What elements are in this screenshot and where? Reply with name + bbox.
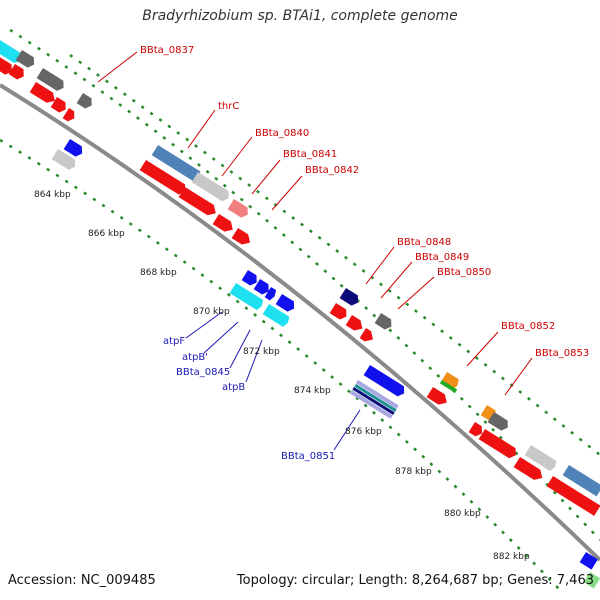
- scale-labels: 864 kbp 866 kbp 868 kbp 870 kbp 872 kbp …: [34, 190, 530, 562]
- gene-label: BBta_0842: [305, 165, 359, 176]
- feature-blue-4: [264, 287, 277, 301]
- feature-red-1: [0, 56, 12, 75]
- upper-gene-labels: BBta_0837 thrC BBta_0840 BBta_0841 BBta_…: [140, 45, 589, 359]
- feature-blue-5: [275, 294, 295, 312]
- feature-navy-1: [339, 288, 359, 306]
- feature-red-5: [62, 108, 75, 122]
- scale-label: 872 kbp: [243, 347, 280, 357]
- gene-label: atpB: [222, 382, 245, 393]
- feature-blue-3: [253, 279, 269, 295]
- lower-leaders: [185, 311, 361, 451]
- feature-steelblue-2: [562, 465, 600, 497]
- map-title: Bradyrhizobium sp. BTAi1, complete genom…: [142, 8, 458, 24]
- lower-gene-labels: atpF atpB' BBta_0845 atpB BBta_0851: [163, 336, 335, 462]
- feature-lavender-2: [349, 390, 393, 419]
- feature-blue-2: [241, 270, 257, 286]
- scale-label: 868 kbp: [140, 268, 177, 278]
- gene-label: BBta_0849: [415, 252, 469, 263]
- feature-lgray-1: [51, 149, 76, 170]
- gene-label: BBta_0851: [281, 451, 335, 462]
- gene-label: atpB': [182, 352, 208, 363]
- scale-label: 880 kbp: [444, 509, 481, 519]
- scale-dots: [0, 28, 600, 591]
- feature-red-6: [139, 160, 186, 195]
- feature-blue-6: [363, 365, 405, 397]
- gene-label: atpF: [163, 336, 185, 347]
- scale-label: 870 kbp: [193, 307, 230, 317]
- feature-red-4: [50, 97, 66, 113]
- gene-label: BBta_0837: [140, 45, 194, 56]
- feature-red-3: [29, 82, 55, 103]
- scale-label: 864 kbp: [34, 190, 71, 200]
- scale-label: 882 kbp: [493, 552, 530, 562]
- feature-dgray-4: [374, 313, 392, 330]
- feature-green-1: [439, 380, 458, 393]
- feature-red-11: [345, 315, 363, 331]
- feature-dgray-3: [76, 93, 92, 109]
- feature-navy-2: [352, 387, 395, 415]
- gene-label: thrC: [218, 101, 239, 112]
- gene-label: BBta_0850: [437, 267, 491, 278]
- feature-dgray-5: [487, 412, 508, 431]
- feature-blue-1: [63, 139, 83, 157]
- scale-label: 874 kbp: [294, 386, 331, 396]
- feature-lavender-1: [355, 380, 399, 409]
- feature-red-17: [546, 476, 600, 516]
- feature-red-7: [178, 187, 216, 216]
- gene-label: BBta_0848: [397, 237, 451, 248]
- upper-leaders: [97, 51, 533, 396]
- gene-label: BBta_0852: [501, 321, 555, 332]
- feature-dgray-2: [36, 68, 64, 91]
- feature-cyan-2: [229, 283, 264, 311]
- feature-red-16: [513, 457, 543, 480]
- feature-red-13: [426, 387, 447, 405]
- feature-pink-1: [227, 199, 248, 218]
- feature-red-2: [8, 64, 24, 80]
- scale-label: 876 kbp: [345, 427, 382, 437]
- feature-red-9: [231, 228, 251, 245]
- feature-cyan-3: [262, 304, 290, 327]
- gene-label: BBta_0845: [176, 367, 230, 378]
- gene-features: [0, 40, 600, 589]
- gene-label: BBta_0840: [255, 128, 309, 139]
- gene-label: BBta_0853: [535, 348, 589, 359]
- scale-label: 878 kbp: [395, 467, 432, 477]
- feature-blue-7: [579, 552, 598, 570]
- feature-red-10: [329, 303, 347, 320]
- accession-text: Accession: NC_009485: [8, 573, 156, 588]
- feature-red-12: [359, 328, 373, 342]
- genome-summary-text: Topology: circular; Length: 8,264,687 bp…: [236, 573, 594, 588]
- feature-orange-1: [440, 372, 459, 390]
- feature-lightgreen-1: [583, 572, 600, 589]
- genome-backbone: [0, 83, 600, 562]
- gene-label: BBta_0841: [283, 149, 337, 160]
- feature-teal-1: [354, 384, 397, 412]
- feature-lgray-2: [191, 172, 229, 202]
- feature-dgray-1: [15, 50, 35, 68]
- feature-red-8: [212, 214, 233, 232]
- feature-red-15: [478, 429, 516, 459]
- feature-lgray-3: [524, 445, 557, 472]
- feature-cyan-1: [0, 40, 23, 63]
- scale-label: 866 kbp: [88, 229, 125, 239]
- feature-steelblue-1: [151, 145, 201, 182]
- feature-red-14: [468, 422, 482, 437]
